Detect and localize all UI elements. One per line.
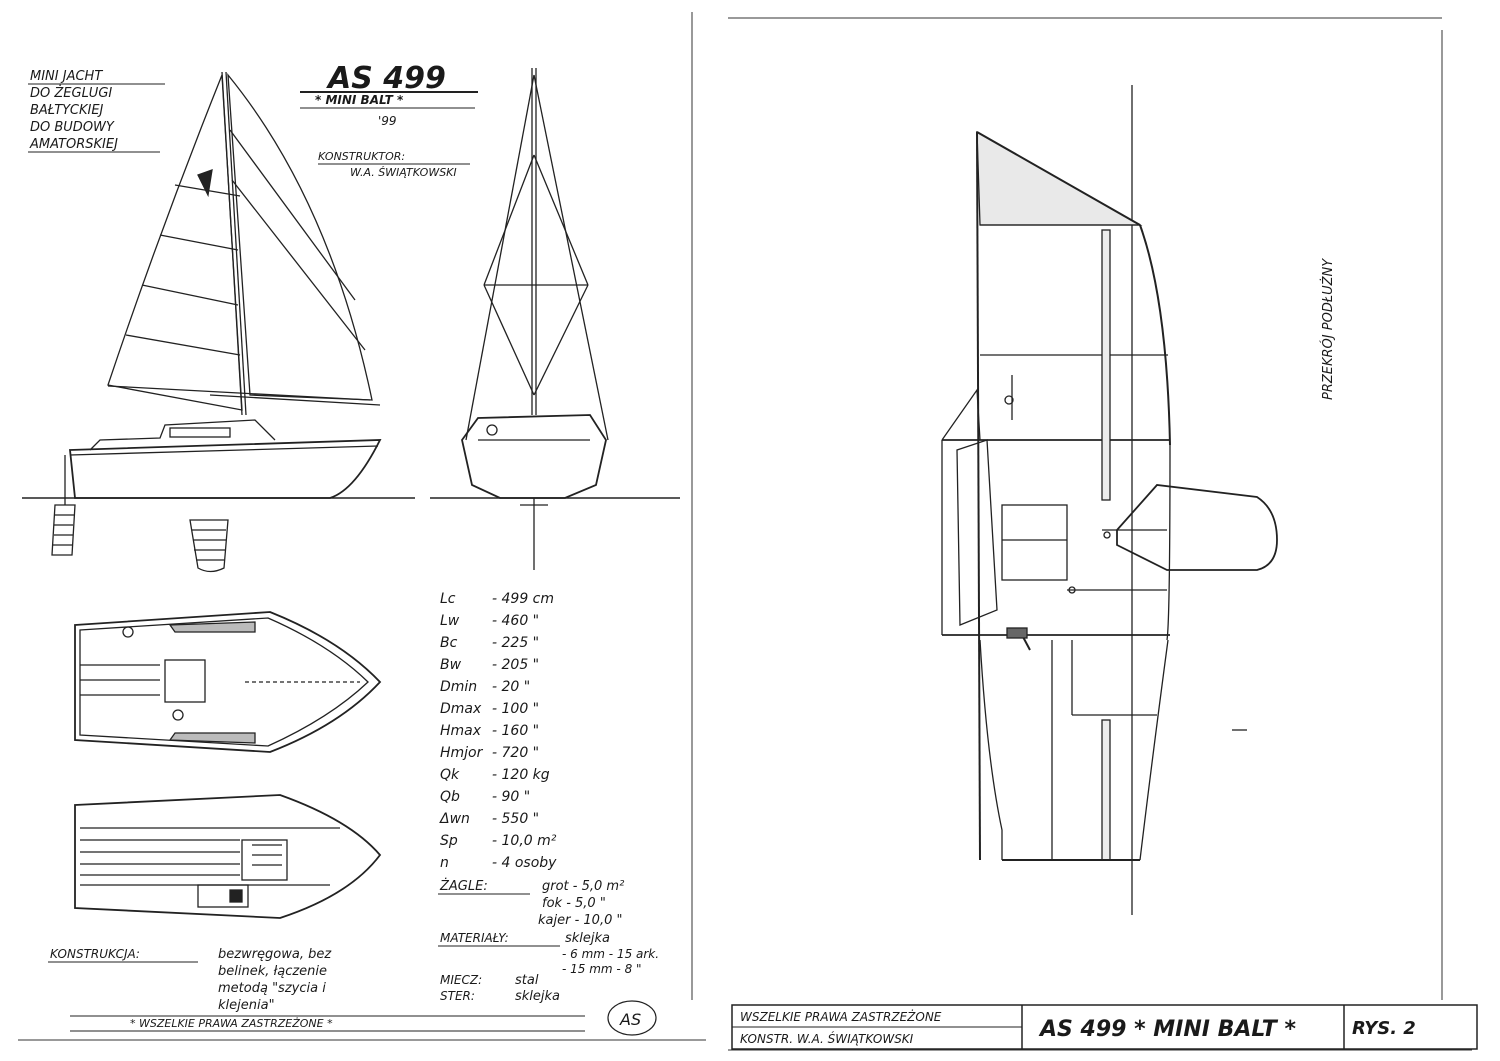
spec-symbol: Lc bbox=[440, 591, 456, 607]
spec-symbol: Dmin bbox=[440, 679, 477, 695]
sail-item: kajer - 10,0 " bbox=[538, 913, 622, 928]
material-item: - 15 mm - 8 " bbox=[562, 962, 642, 976]
keel-value: stal bbox=[515, 973, 539, 988]
model-title: AS 499 bbox=[326, 61, 446, 96]
title-block-name: AS 499 * MINI BALT * bbox=[1038, 1017, 1296, 1042]
designer-label: KONSTRUKTOR: bbox=[318, 150, 405, 163]
spec-symbol: Hmax bbox=[440, 723, 482, 739]
header-note: MINI JACHT DO ŻEGLUGI BAŁTYCKIEJ DO BUDO… bbox=[28, 69, 165, 153]
right-drawing-sheet: PRZEKRÓJ PODŁUŻNY WSZELKIE PRAWA ZASTRZE… bbox=[712, 0, 1500, 1061]
model-year: '99 bbox=[378, 114, 397, 128]
spec-value: - 4 osoby bbox=[492, 855, 557, 871]
rights-footer: * WSZELKIE PRAWA ZASTRZEŻONE * bbox=[130, 1017, 333, 1030]
rudder-label: STER: bbox=[440, 989, 475, 1003]
front-view-drawing bbox=[430, 68, 680, 570]
spec-value: - 550 " bbox=[492, 811, 539, 827]
header-note-line: AMATORSKIEJ bbox=[29, 137, 118, 152]
construction-line: bezwręgowa, bez bbox=[218, 947, 332, 962]
specifications-table: Lc - 499 cm Lw - 460 " Bc - 225 " Bw - 2… bbox=[438, 591, 659, 1004]
spec-symbol: n bbox=[440, 855, 449, 871]
sail-item: grot - 5,0 m² bbox=[542, 879, 624, 894]
header-note-line: DO BUDOWY bbox=[30, 120, 115, 135]
longitudinal-section-drawing bbox=[941, 85, 1278, 915]
construction-line: metodą "szycia i bbox=[218, 981, 326, 996]
spec-value: - 10,0 m² bbox=[492, 833, 557, 849]
spec-symbol: Hmjor bbox=[440, 745, 484, 761]
signature-stamp bbox=[607, 1000, 657, 1036]
rights-footer: WSZELKIE PRAWA ZASTRZEŻONE bbox=[740, 1009, 942, 1024]
material-item: sklejka bbox=[565, 931, 610, 946]
spec-symbol: Bw bbox=[440, 657, 462, 673]
spec-value: - 205 " bbox=[492, 657, 539, 673]
sails-label: ŻAGLE: bbox=[439, 878, 488, 894]
left-drawing-sheet: MINI JACHT DO ŻEGLUGI BAŁTYCKIEJ DO BUDO… bbox=[0, 0, 712, 1061]
materials-label: MATERIAŁY: bbox=[440, 931, 509, 945]
spec-value: - 100 " bbox=[492, 701, 539, 717]
spec-value: - 720 " bbox=[492, 745, 539, 761]
header-note-line: MINI JACHT bbox=[30, 69, 103, 84]
keel-label: MIECZ: bbox=[440, 973, 482, 987]
deck-plan-drawing bbox=[74, 611, 382, 753]
sheet-number: RYS. 2 bbox=[1352, 1018, 1416, 1039]
designer-name: W.A. ŚWIĄTKOWSKI bbox=[350, 166, 457, 179]
spec-symbol: Lw bbox=[440, 613, 460, 629]
spec-value: - 120 kg bbox=[492, 767, 550, 783]
spec-symbol: Sp bbox=[440, 833, 458, 849]
construction-note: KONSTRUKCJA: bezwręgowa, bez belinek, łą… bbox=[48, 947, 332, 1013]
spec-symbol: Bc bbox=[440, 635, 458, 651]
spec-symbol: Qb bbox=[440, 789, 460, 805]
construction-line: belinek, łączenie bbox=[218, 964, 327, 979]
designer-footer: KONSTR. W.A. ŚWIĄTKOWSKI bbox=[740, 1031, 914, 1046]
header-note-line: BAŁTYCKIEJ bbox=[30, 103, 104, 118]
spec-value: - 460 " bbox=[492, 613, 539, 629]
spec-symbol: Qk bbox=[440, 767, 460, 783]
spec-value: - 499 cm bbox=[492, 591, 554, 607]
model-subtitle: * MINI BALT * bbox=[315, 93, 404, 107]
spec-value: - 90 " bbox=[492, 789, 530, 805]
model-title-block: AS 499 * MINI BALT * '99 KONSTRUKTOR: W.… bbox=[300, 61, 478, 179]
title-block: WSZELKIE PRAWA ZASTRZEŻONE KONSTR. W.A. … bbox=[731, 1004, 1478, 1050]
construction-line: klejenia" bbox=[218, 998, 275, 1013]
material-item: - 6 mm - 15 ark. bbox=[562, 947, 659, 961]
interior-plan-drawing bbox=[74, 794, 382, 919]
header-note-line: DO ŻEGLUGI bbox=[30, 85, 112, 101]
left-sheet-drawing: MINI JACHT DO ŻEGLUGI BAŁTYCKIEJ DO BUDO… bbox=[18, 12, 706, 1041]
construction-label: KONSTRUKCJA: bbox=[50, 947, 140, 961]
spec-value: - 20 " bbox=[492, 679, 530, 695]
spec-value: - 225 " bbox=[492, 635, 539, 651]
spec-symbol: Δwn bbox=[439, 811, 470, 827]
side-view-drawing bbox=[22, 71, 415, 573]
sail-item: fok - 5,0 " bbox=[542, 896, 606, 911]
signature: AS bbox=[619, 1010, 641, 1029]
right-sheet-drawing: PRZEKRÓJ PODŁUŻNY WSZELKIE PRAWA ZASTRZE… bbox=[728, 17, 1478, 1051]
spec-symbol: Dmax bbox=[440, 701, 482, 717]
rudder-value: sklejka bbox=[515, 989, 560, 1004]
section-label: PRZEKRÓJ PODŁUŻNY bbox=[1320, 258, 1336, 400]
spec-value: - 160 " bbox=[492, 723, 539, 739]
